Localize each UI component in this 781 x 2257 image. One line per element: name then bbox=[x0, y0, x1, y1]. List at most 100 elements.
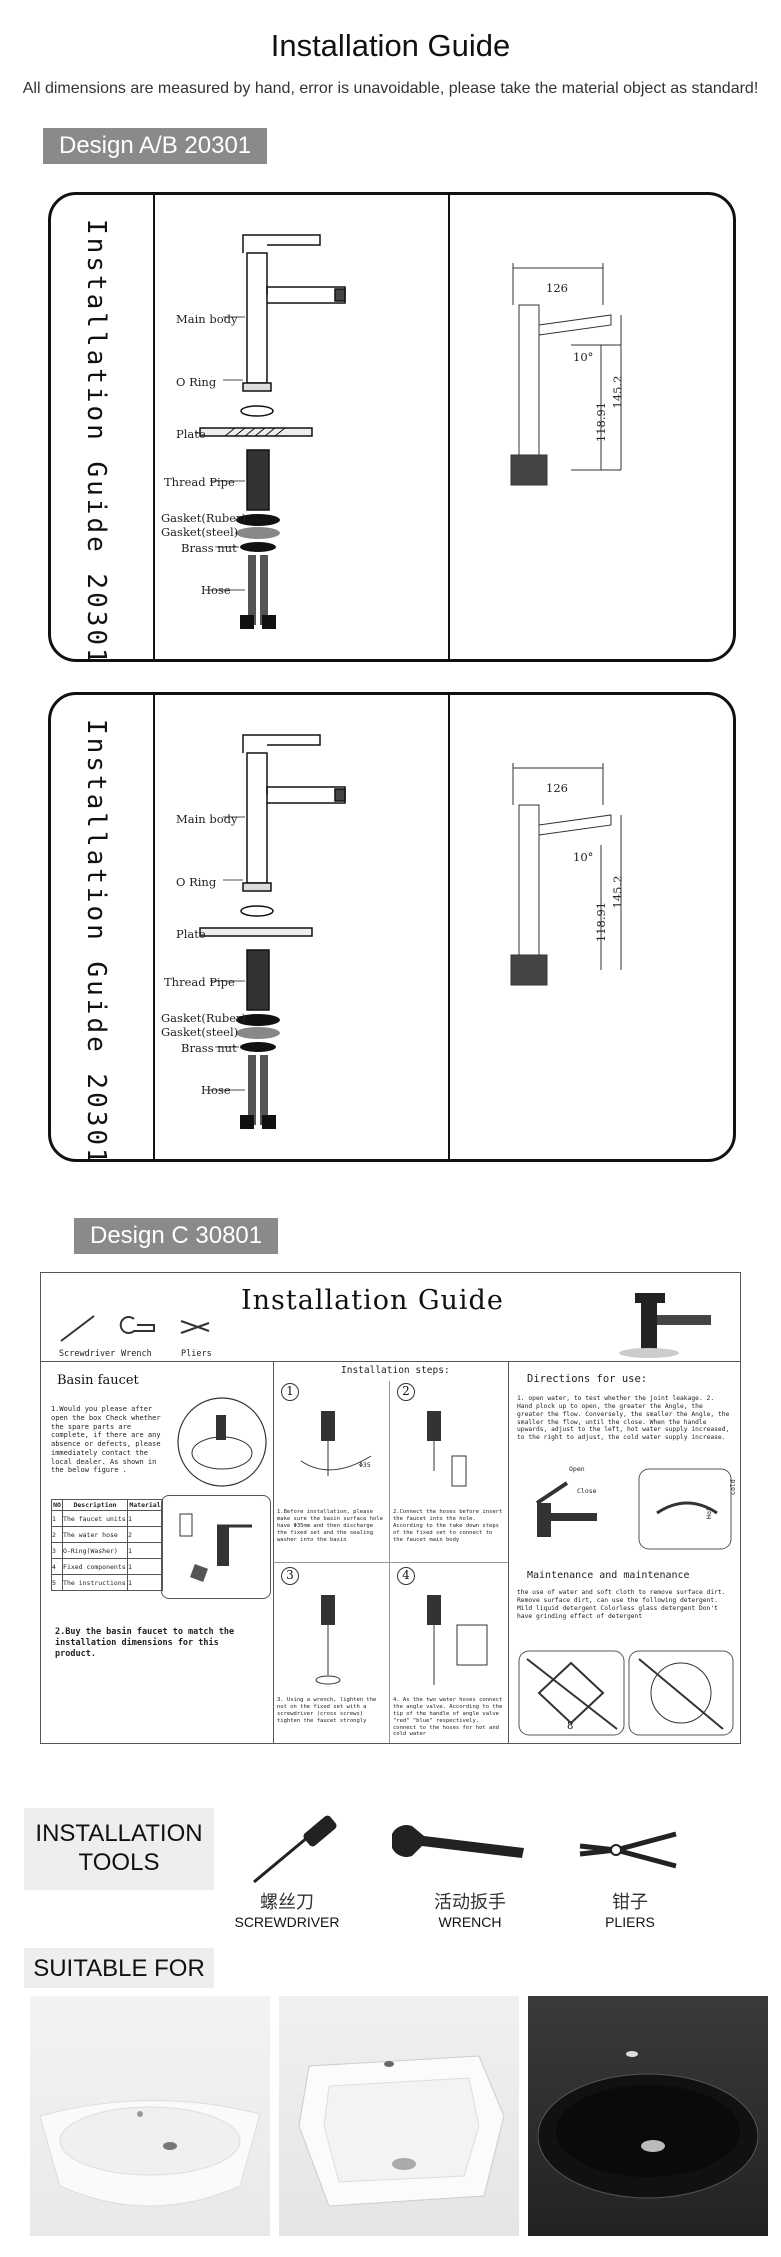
pliers-icon bbox=[180, 1320, 210, 1334]
exploded-faucet-diagram bbox=[199, 734, 346, 1129]
part-label: Plate bbox=[176, 427, 206, 441]
table-cell: 2 bbox=[126, 1526, 164, 1544]
dimension-diagram bbox=[510, 763, 622, 986]
table-cell: 1 bbox=[126, 1542, 164, 1560]
dimension-diagram bbox=[510, 263, 622, 486]
table-cell: 1 bbox=[126, 1510, 164, 1528]
tool-label-en: WRENCH bbox=[438, 1914, 502, 1930]
dim-width: 126 bbox=[546, 781, 568, 795]
maintenance-text: the use of water and soft cloth to remov… bbox=[517, 1589, 726, 1620]
match-note: 2.Buy the basin faucet to match the inst… bbox=[55, 1627, 235, 1660]
part-label: Gasket(Ruber) bbox=[161, 1011, 247, 1025]
part-label: Brass nut bbox=[181, 1041, 237, 1055]
directions-text: 1. open water, to test whether the joint… bbox=[517, 1395, 730, 1442]
open-label: Open bbox=[569, 1465, 585, 1473]
part-label: Hose bbox=[201, 583, 231, 597]
dim-height-1: 118.91 bbox=[594, 901, 609, 943]
screwdriver-icon bbox=[60, 1315, 95, 1342]
table-cell: 1 bbox=[50, 1510, 64, 1528]
tool-label-cn: 钳子 bbox=[612, 1892, 648, 1913]
step-number: 1 bbox=[281, 1383, 299, 1401]
table-cell: Fixed components bbox=[62, 1558, 128, 1576]
step-number: 3 bbox=[281, 1567, 299, 1585]
part-label: Brass nut bbox=[181, 541, 237, 555]
faucet-illustration bbox=[619, 1293, 711, 1358]
step-2-illustration bbox=[427, 1411, 467, 1487]
maintenance-heading: Maintenance and maintenance bbox=[527, 1570, 690, 1581]
design-c-label: Design C 30801 bbox=[74, 1218, 279, 1254]
vertical-title: Installation Guide 20301 bbox=[81, 719, 111, 1167]
table-header: NO bbox=[50, 1498, 64, 1512]
step-number: 2 bbox=[397, 1383, 415, 1401]
step-text: 1.Before installation, please make sure … bbox=[277, 1509, 383, 1543]
step-1-illustration bbox=[300, 1411, 372, 1476]
step-text: 4. As the two water hoses connect the an… bbox=[393, 1697, 503, 1738]
tool-caption: Screwdriver bbox=[59, 1349, 116, 1359]
basin-photo-black-round bbox=[528, 1996, 768, 2236]
warning-number: 8 bbox=[567, 1721, 574, 1732]
table-header: Material bbox=[126, 1498, 164, 1512]
step-number: 4 bbox=[397, 1567, 415, 1585]
table-cell: 1 bbox=[126, 1574, 164, 1592]
part-label: O Ring bbox=[176, 875, 217, 889]
part-label: Main body bbox=[176, 812, 238, 826]
wrench-icon bbox=[119, 1316, 155, 1334]
guide-sheet-title: Installation Guide bbox=[241, 1285, 504, 1316]
part-label: Thread Pipe bbox=[164, 975, 235, 989]
tool-label-cn: 活动扳手 bbox=[434, 1892, 506, 1913]
part-label: Hose bbox=[201, 1083, 231, 1097]
basin-text: 1.Would you please after open the box Ch… bbox=[51, 1405, 161, 1475]
dim-angle: 10° bbox=[573, 850, 594, 864]
basin-illustration bbox=[177, 1397, 267, 1487]
table-cell: The instructions bbox=[62, 1574, 128, 1592]
suitable-for-heading: SUITABLE FOR bbox=[24, 1948, 214, 1988]
design-ab-label: Design A/B 20301 bbox=[43, 128, 268, 164]
tool-label-en: SCREWDRIVER bbox=[234, 1914, 340, 1930]
handle-operation-illustration bbox=[535, 1468, 732, 1550]
exploded-faucet-diagram bbox=[195, 234, 346, 629]
steps-heading: Installation steps: bbox=[341, 1365, 450, 1376]
table-cell: The faucet units bbox=[62, 1510, 128, 1528]
part-label: Gasket(Ruber) bbox=[161, 511, 247, 525]
tool-caption: Wrench bbox=[121, 1349, 152, 1359]
basin-photo-wall-mount bbox=[30, 1996, 270, 2236]
design-ab-panel-1: Installation Guide 20301 Main body O bbox=[48, 192, 736, 667]
step-text: 3. Using a wrench, lighten the nut on th… bbox=[277, 1697, 377, 1724]
part-label: Thread Pipe bbox=[164, 475, 235, 489]
step-text: 2.Connect the hoses before insert the fa… bbox=[393, 1509, 503, 1543]
installation-tools-heading: INSTALLATION TOOLS bbox=[24, 1808, 214, 1890]
wrench-icon bbox=[392, 1825, 524, 1858]
part-label: Gasket(steel) bbox=[161, 525, 239, 539]
tool-label-en: PLIERS bbox=[605, 1914, 655, 1930]
step-3-illustration bbox=[315, 1595, 341, 1685]
screwdriver-icon bbox=[253, 1815, 337, 1884]
basin-photo-vessel-square bbox=[279, 1996, 519, 2236]
pliers-icon bbox=[579, 1831, 677, 1869]
tools-icons-row bbox=[60, 1315, 210, 1342]
dim-height-1: 118.91 bbox=[594, 401, 609, 443]
page-subtitle: All dimensions are measured by hand, err… bbox=[22, 80, 759, 97]
basin-heading: Basin faucet bbox=[57, 1373, 139, 1388]
design-ab-panel-2: Installation Guide 20301 Main body O Rin… bbox=[48, 692, 736, 1167]
part-label: Main body bbox=[176, 312, 238, 326]
table-cell: The water hose bbox=[62, 1526, 128, 1544]
cold-label: Cold bbox=[728, 1479, 737, 1495]
part-label: O Ring bbox=[176, 375, 217, 389]
directions-heading: Directions for use: bbox=[527, 1373, 648, 1385]
table-header: Description bbox=[62, 1498, 128, 1512]
table-cell: 4 bbox=[50, 1558, 64, 1576]
dim-width: 126 bbox=[546, 281, 568, 295]
tool-label-cn: 螺丝刀 bbox=[260, 1892, 314, 1913]
table-cell: 5 bbox=[50, 1574, 64, 1592]
table-cell: O-Ring(Washer) bbox=[62, 1542, 128, 1560]
cleaning-warning-illustration bbox=[518, 1650, 734, 1736]
part-label: Gasket(steel) bbox=[161, 1025, 239, 1039]
table-cell: 1 bbox=[126, 1558, 164, 1576]
design-c-guide-sheet: Installation Guide Screwdriver Wrench Pl… bbox=[40, 1272, 741, 1744]
